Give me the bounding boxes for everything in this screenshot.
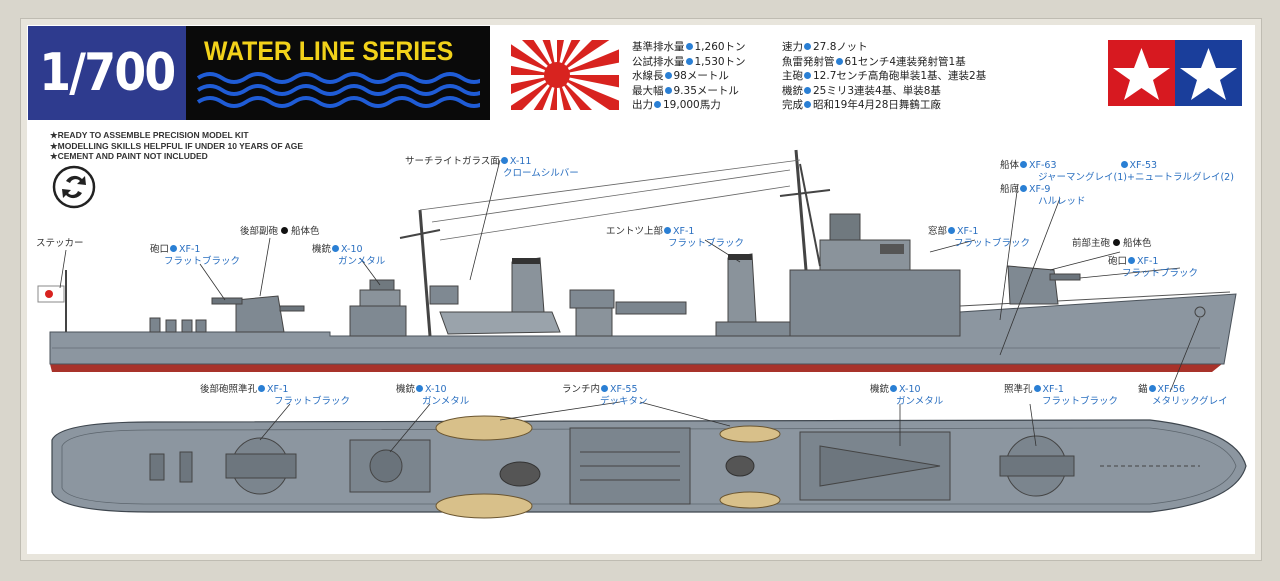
scale-text: 1/700 bbox=[39, 43, 176, 103]
recycle-icon bbox=[52, 165, 96, 209]
flag-ray bbox=[511, 44, 557, 75]
callout-sticker: ステッカー bbox=[36, 238, 84, 249]
callout-front-gun: 前部主砲船体色 bbox=[1072, 238, 1152, 249]
notes: ★READY TO ASSEMBLE PRECISION MODEL KIT ★… bbox=[50, 130, 303, 162]
flag-ray bbox=[557, 75, 572, 110]
callout-rear-gun: 後部副砲船体色 bbox=[240, 226, 320, 237]
spec-row: 完成昭和19年4月28日舞鶴工廠 bbox=[782, 99, 941, 112]
tamiya-logo-icon bbox=[1108, 40, 1242, 106]
scale-badge: 1/700 bbox=[28, 26, 186, 120]
note-item: ★MODELLING SKILLS HELPFUL IF UNDER 10 YE… bbox=[50, 140, 304, 151]
note-item: ★READY TO ASSEMBLE PRECISION MODEL KIT bbox=[50, 130, 249, 140]
waves-icon bbox=[196, 72, 480, 108]
rising-sun-flag-icon bbox=[511, 40, 619, 110]
flag-ray bbox=[511, 75, 557, 110]
note-item: ★CEMENT AND PAINT NOT INCLUDED bbox=[50, 151, 208, 161]
side-view-ship bbox=[37, 149, 1237, 372]
leader-lines bbox=[59, 159, 1201, 453]
flag-ray bbox=[557, 75, 619, 110]
series-banner: WATER LINE SERIES bbox=[186, 26, 490, 120]
series-title: WATER LINE SERIES bbox=[204, 36, 454, 66]
top-view-ship bbox=[51, 415, 1247, 519]
